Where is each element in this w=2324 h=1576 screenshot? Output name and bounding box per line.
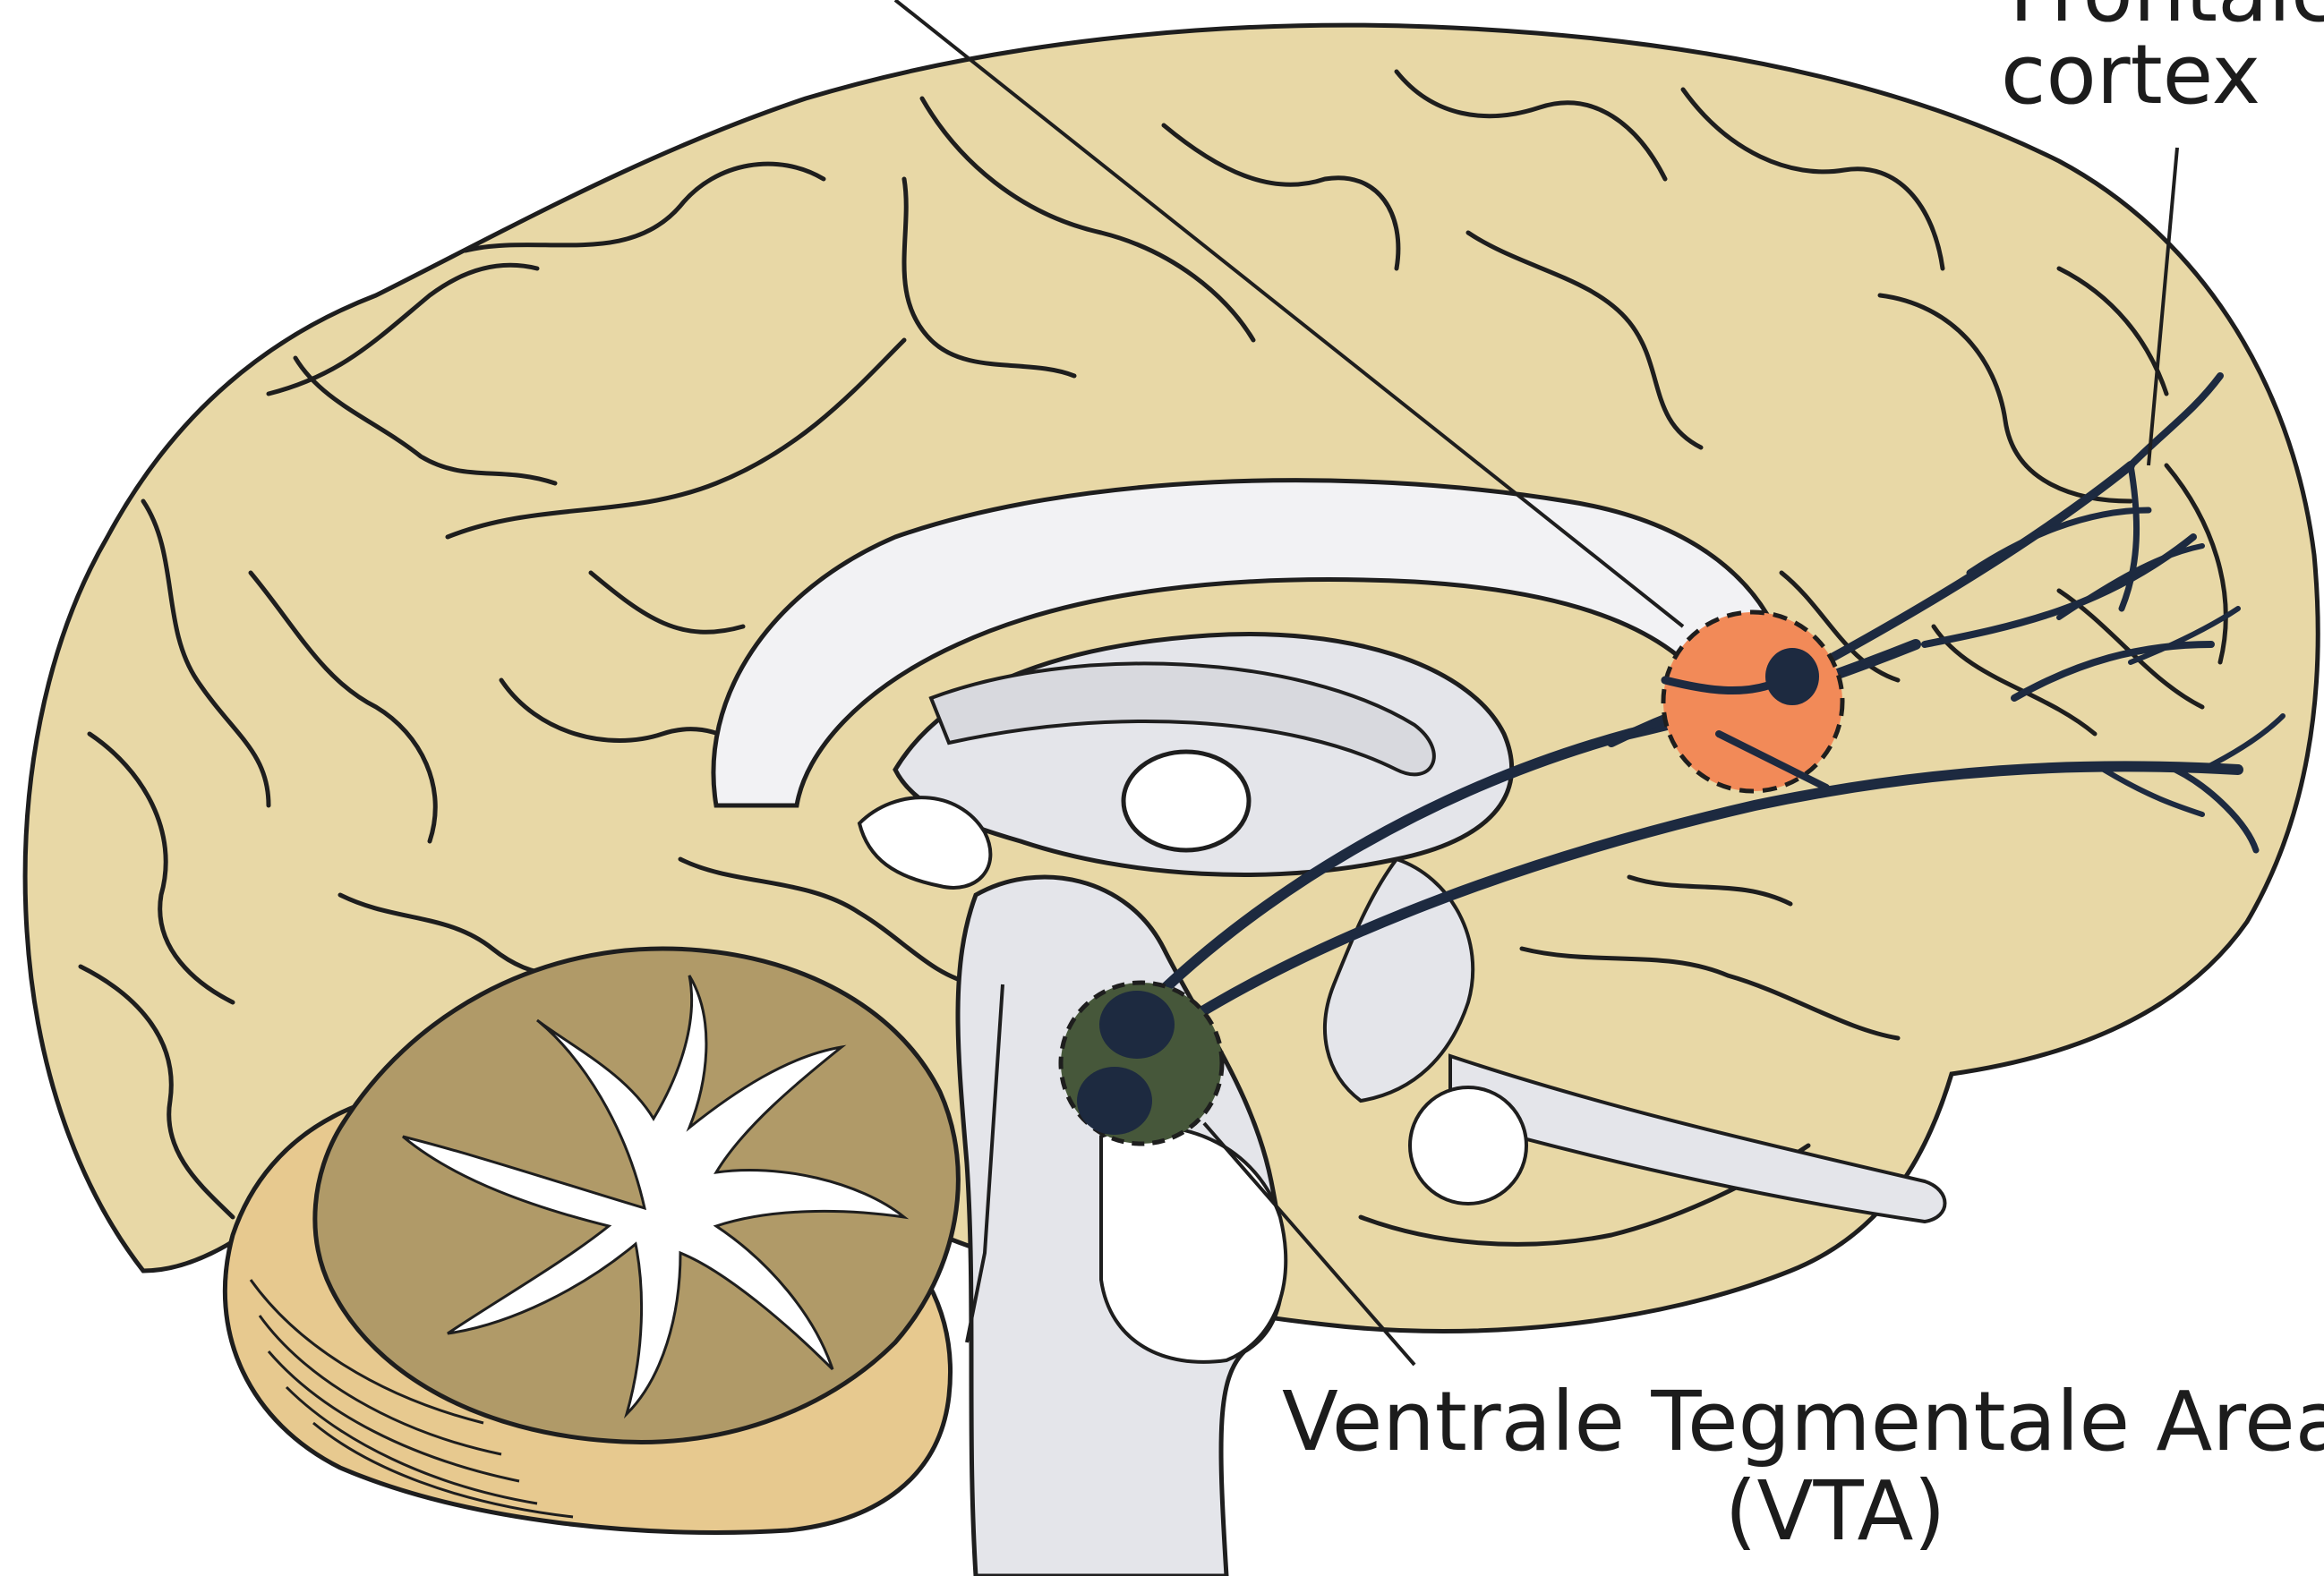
nucleus-accumbens-region [1663,612,1842,791]
vta-label-line2: (VTA) [1701,1463,1969,1559]
vta-label-line1: Ventrale Tegmentale Area [1282,1374,2324,1470]
vta-neuron-upper [1099,991,1175,1059]
mammillary-body [1410,1087,1526,1204]
vta-neuron-lower [1077,1067,1152,1135]
interthalamic-adhesion [1124,752,1249,850]
frontal-cortex-label-line2: cortex [1952,27,2310,123]
nucleus-accumbens-terminal [1765,648,1819,705]
